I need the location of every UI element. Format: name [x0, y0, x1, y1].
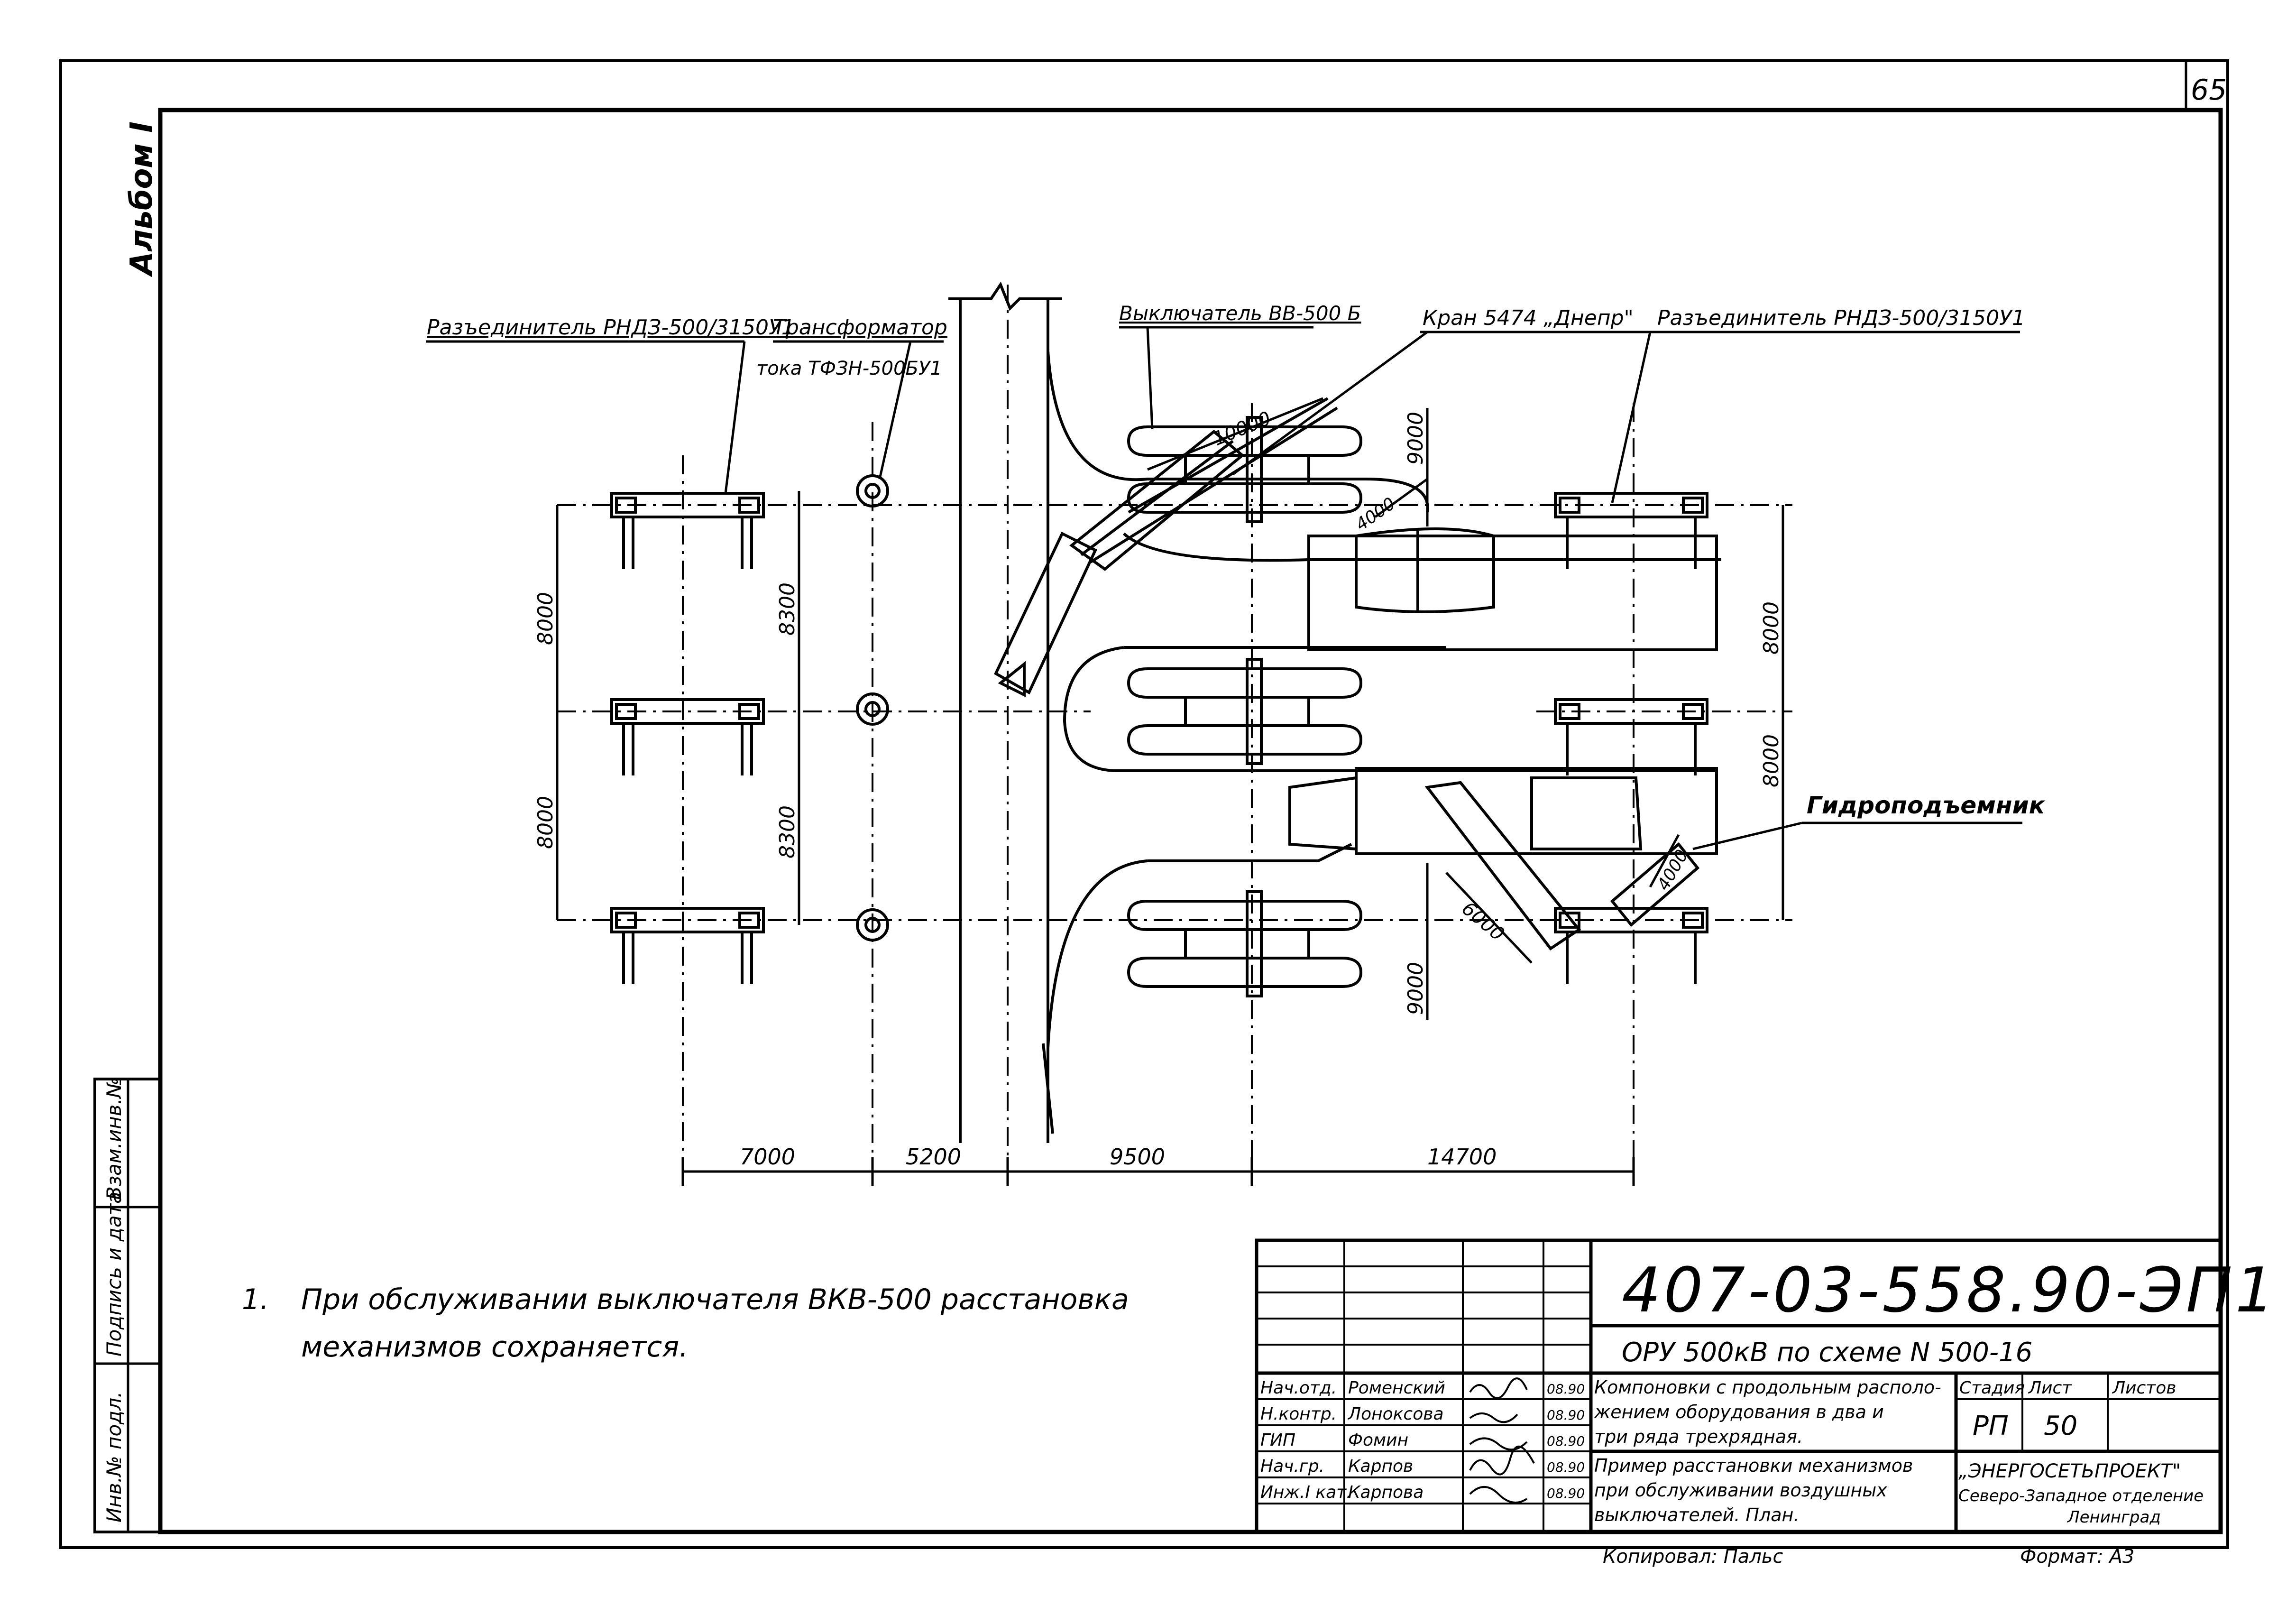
sheets-header: Листов [2112, 1378, 2176, 1398]
dim-r6000: 6000 [1458, 897, 1509, 945]
stage-header: Стадия [1959, 1378, 2025, 1398]
role-5: Инж.I кат. [1260, 1483, 1352, 1502]
dim-right-9000-bottom: 9000 [1404, 962, 1428, 1015]
sheet-header: Лист [2028, 1378, 2072, 1398]
title2-line3: выключателей. План. [1594, 1504, 1799, 1525]
hydraulic-lift [1288, 767, 1718, 951]
stamp-podpis-data: Подпись и дата [102, 1191, 126, 1356]
dimension-labels: 8000 8000 8300 8300 9000 9000 8000 8000 … [533, 407, 1783, 1170]
name-1: Роменский [1348, 1378, 1445, 1398]
dim-bottom-9500: 9500 [1110, 1144, 1165, 1170]
note: 1. При обслуживании выключателя ВКВ-500 … [242, 1283, 1129, 1364]
page-number: 65 [2191, 74, 2227, 107]
side-stamp: Инв.№ подл. Подпись и дата Взам.инв.№ [93, 1078, 162, 1533]
crane-dnepr [994, 397, 1338, 697]
callout-transformator-1: Трансформатор [773, 315, 947, 340]
sheet-value: 50 [2044, 1411, 2077, 1441]
dim-bottom-5200: 5200 [906, 1144, 961, 1170]
dim-right-9000-top: 9000 [1404, 412, 1428, 465]
role-1: Нач.отд. [1260, 1378, 1337, 1398]
note-line2: механизмов сохраняется. [301, 1330, 688, 1364]
dim-bottom-14700: 14700 [1427, 1144, 1497, 1170]
title1-line2: жением оборудования в два и [1594, 1402, 1884, 1422]
doc-code: 407-03-558.90-ЭП1 [1622, 1254, 2277, 1326]
name-5: Карпова [1348, 1483, 1424, 1502]
date-1: 08.90 [1547, 1381, 1585, 1397]
album-label: Альбом I [124, 121, 159, 277]
dim-r10000: 10000 [1210, 407, 1274, 450]
title1-line1: Компоновки с продольным располо- [1594, 1377, 1941, 1398]
project-name: ОРУ 500кВ по схеме N 500-16 [1622, 1337, 2032, 1368]
dim-left-8000-bottom: 8000 [533, 796, 558, 849]
date-3: 08.90 [1547, 1433, 1585, 1449]
title2-line2: при обслуживании воздушных [1594, 1480, 1887, 1501]
callout-vykl: Выключатель ВВ-500 Б [1119, 302, 1361, 325]
role-3: ГИП [1260, 1430, 1295, 1450]
format: Формат: А3 [2020, 1546, 2134, 1568]
dim-left-8000-top: 8000 [533, 592, 558, 645]
signatures [1469, 1377, 1535, 1504]
disconnector-right [1554, 492, 1708, 984]
callout-kran: Кран 5474 „Днепр" [1423, 306, 1634, 330]
stage-value: РП [1973, 1411, 2009, 1441]
callouts: Разъединитель РНДЗ-500/3150У1 Трансформа… [427, 302, 2046, 819]
date-5: 08.90 [1547, 1486, 1585, 1501]
role-2: Н.контр. [1260, 1404, 1337, 1424]
title2-line1: Пример расстановки механизмов [1594, 1455, 1913, 1476]
org-city: Ленинград [2066, 1508, 2161, 1527]
date-4: 08.90 [1547, 1459, 1585, 1475]
callout-gidro: Гидроподъемник [1807, 792, 2046, 819]
dim-mid-8300-bottom: 8300 [775, 805, 799, 858]
title-block: 407-03-558.90-ЭП1 ОРУ 500кВ по схеме N 5… [1255, 1238, 2277, 1534]
dim-right-8000-bottom: 8000 [1759, 734, 1783, 787]
name-4: Карпов [1348, 1457, 1413, 1476]
title1-line3: три ряда трехрядная. [1594, 1426, 1803, 1447]
name-3: Фомин [1348, 1430, 1408, 1450]
disconnector-left [610, 492, 765, 984]
copied-by: Копировал: Пальс [1603, 1546, 1783, 1568]
stamp-inv-podl: Инв.№ подл. [102, 1392, 126, 1522]
plan-drawing [426, 281, 2022, 1186]
current-transformers [856, 474, 889, 941]
dim-right-8000-top: 8000 [1759, 601, 1783, 655]
dim-mid-8300-top: 8300 [775, 582, 799, 636]
note-line1: При обслуживании выключателя ВКВ-500 рас… [301, 1283, 1129, 1316]
role-4: Нач.гр. [1260, 1457, 1324, 1476]
dim-r4000-top: 4000 [1352, 494, 1399, 535]
dim-bottom-7000: 7000 [740, 1144, 795, 1170]
callout-transformator-2: тока ТФЗН-500БУ1 [756, 358, 942, 379]
callout-razed-left: Разъединитель РНДЗ-500/3150У1 [427, 315, 795, 340]
callout-razed-right: Разъединитель РНДЗ-500/3150У1 [1657, 306, 2025, 330]
note-num: 1. [242, 1283, 269, 1316]
org-division: Северо-Западное отделение [1958, 1486, 2204, 1505]
outer-frame [59, 59, 2229, 1549]
stamp-vzam-inv: Взам.инв.№ [102, 1078, 126, 1200]
name-2: Лоноксова [1347, 1404, 1444, 1424]
truck-top [1307, 527, 1718, 651]
org-name: „ЭНЕРГОСЕТЬПРОЕКТ" [1958, 1460, 2181, 1482]
date-2: 08.90 [1547, 1407, 1585, 1423]
inner-frame [158, 108, 2223, 1534]
